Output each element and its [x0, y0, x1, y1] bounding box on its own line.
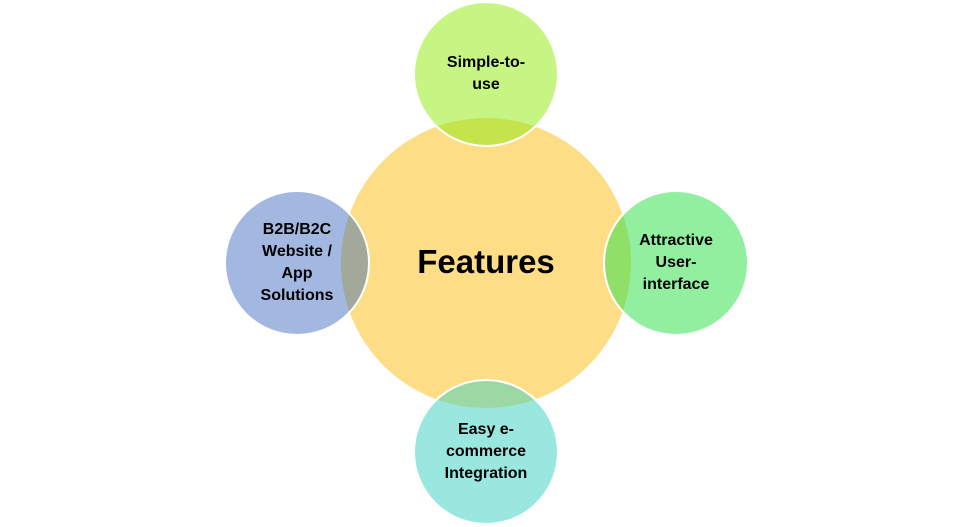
node-circle-left	[225, 191, 369, 335]
node-label-line: User-	[655, 254, 697, 271]
node-circle-right	[604, 191, 748, 335]
node-label-line: B2B/B2C	[262, 221, 332, 238]
node-outline-left	[224, 190, 370, 336]
node-label-line: commerce	[445, 443, 527, 460]
node-label-line: Website /	[262, 243, 332, 260]
node-label-line: interface	[642, 276, 710, 293]
node-label-line: Solutions	[260, 287, 334, 304]
center-circle	[341, 118, 631, 408]
node-label-line: use	[472, 76, 500, 93]
node-label-line: Integration	[444, 465, 528, 482]
node-circle-bottom	[414, 380, 558, 524]
node-label-top: Simple-to-use	[421, 52, 551, 96]
node-outline-top	[413, 1, 559, 147]
node-label-line: App	[281, 265, 313, 282]
node-label-line: Attractive	[639, 232, 713, 249]
node-circle-top	[414, 2, 558, 146]
node-outline-bottom	[413, 379, 559, 525]
node-label-line: Easy e-	[457, 421, 515, 438]
node-outline-right	[603, 190, 749, 336]
node-label-line: Simple-to-	[446, 54, 526, 71]
center-label: Features	[417, 243, 555, 280]
